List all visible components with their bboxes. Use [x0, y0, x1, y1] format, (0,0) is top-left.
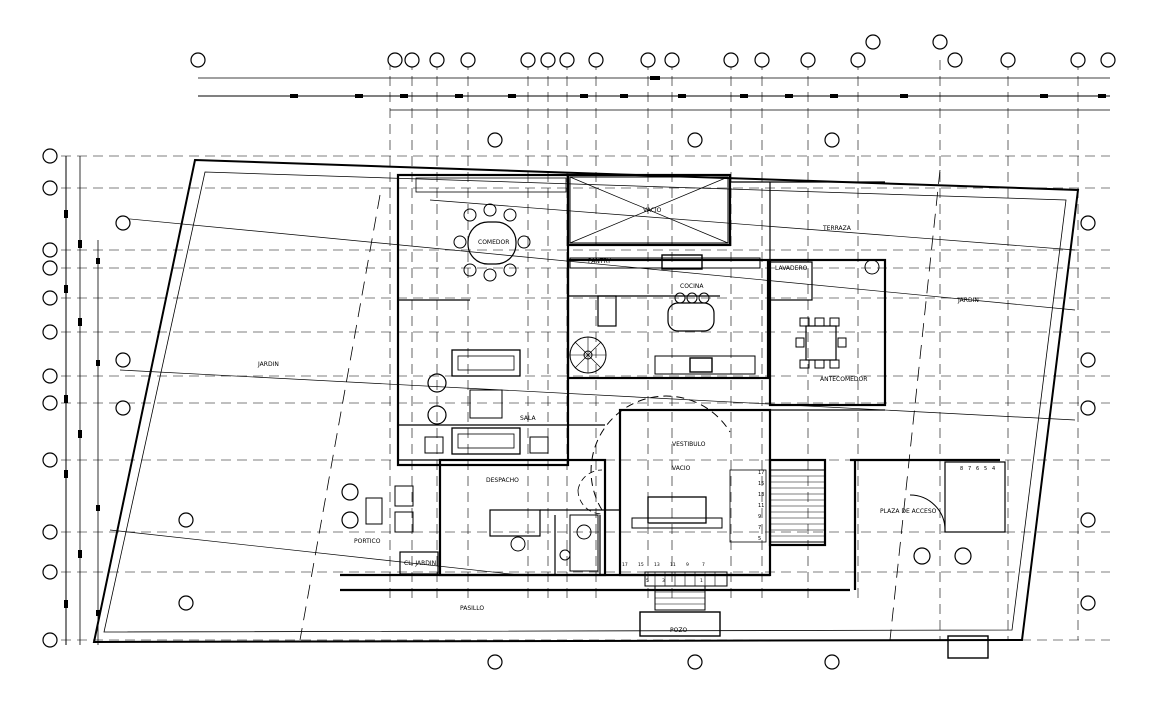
label-portico: PORTICO [354, 538, 381, 545]
label-despacho: DESPACHO [486, 477, 519, 484]
stair-bottom-num: 1 [700, 578, 703, 584]
label-jardin-left: JARDIN [257, 361, 279, 368]
label-plaza-acceso: PLAZA DE ACCESO [880, 508, 937, 515]
stair-bottom-num: 13 [654, 562, 660, 568]
label-pantry: PANTRY [588, 258, 611, 265]
stair-bottom-num: 11 [670, 562, 676, 568]
label-pozo: POZO [670, 627, 687, 634]
stair-top-num: 8 [960, 466, 963, 472]
stair-top-num: 6 [976, 466, 979, 472]
label-cocina: COCINA [680, 283, 704, 290]
stair-top-num: 7 [968, 466, 971, 472]
stair-bottom-num: 5 [646, 578, 649, 584]
label-jardin-right: JARDIN [957, 297, 979, 304]
label-antecomedor: ANTECOMEDOR [820, 376, 867, 383]
stair-bottom-num: 15 [638, 562, 644, 568]
stair-bottom-num: 7 [702, 562, 705, 568]
label-vestibulo: VESTIBULO [672, 441, 706, 448]
label-vacio-center: VACIO [672, 465, 691, 472]
stair-num: 13 [758, 492, 764, 498]
stair-bottom-num: 9 [686, 562, 689, 568]
stair-top-num: 5 [984, 466, 987, 472]
label-pasillo: PASILLO [460, 605, 484, 612]
label-cl-jardin: CL. JARDIN [404, 560, 436, 567]
stair-bottom-num: 3 [662, 578, 665, 584]
label-comedor: COMEDOR [478, 239, 509, 246]
label-lavadero: LAVADERO [775, 265, 808, 272]
label-terraza: TERRAZA [822, 225, 852, 232]
stair-bottom-num: 17 [622, 562, 628, 568]
stair-num: 9 [758, 514, 761, 520]
stair-num: 11 [758, 503, 764, 509]
stair-num: 5 [758, 536, 761, 542]
label-vacio-top: VACIO [643, 207, 662, 214]
stair-top-num: 4 [992, 466, 995, 472]
stair-num: 7 [758, 525, 761, 531]
stair-num: 15 [758, 481, 764, 487]
stair-num: 17 [758, 470, 764, 476]
label-sala: SALA [520, 415, 537, 422]
